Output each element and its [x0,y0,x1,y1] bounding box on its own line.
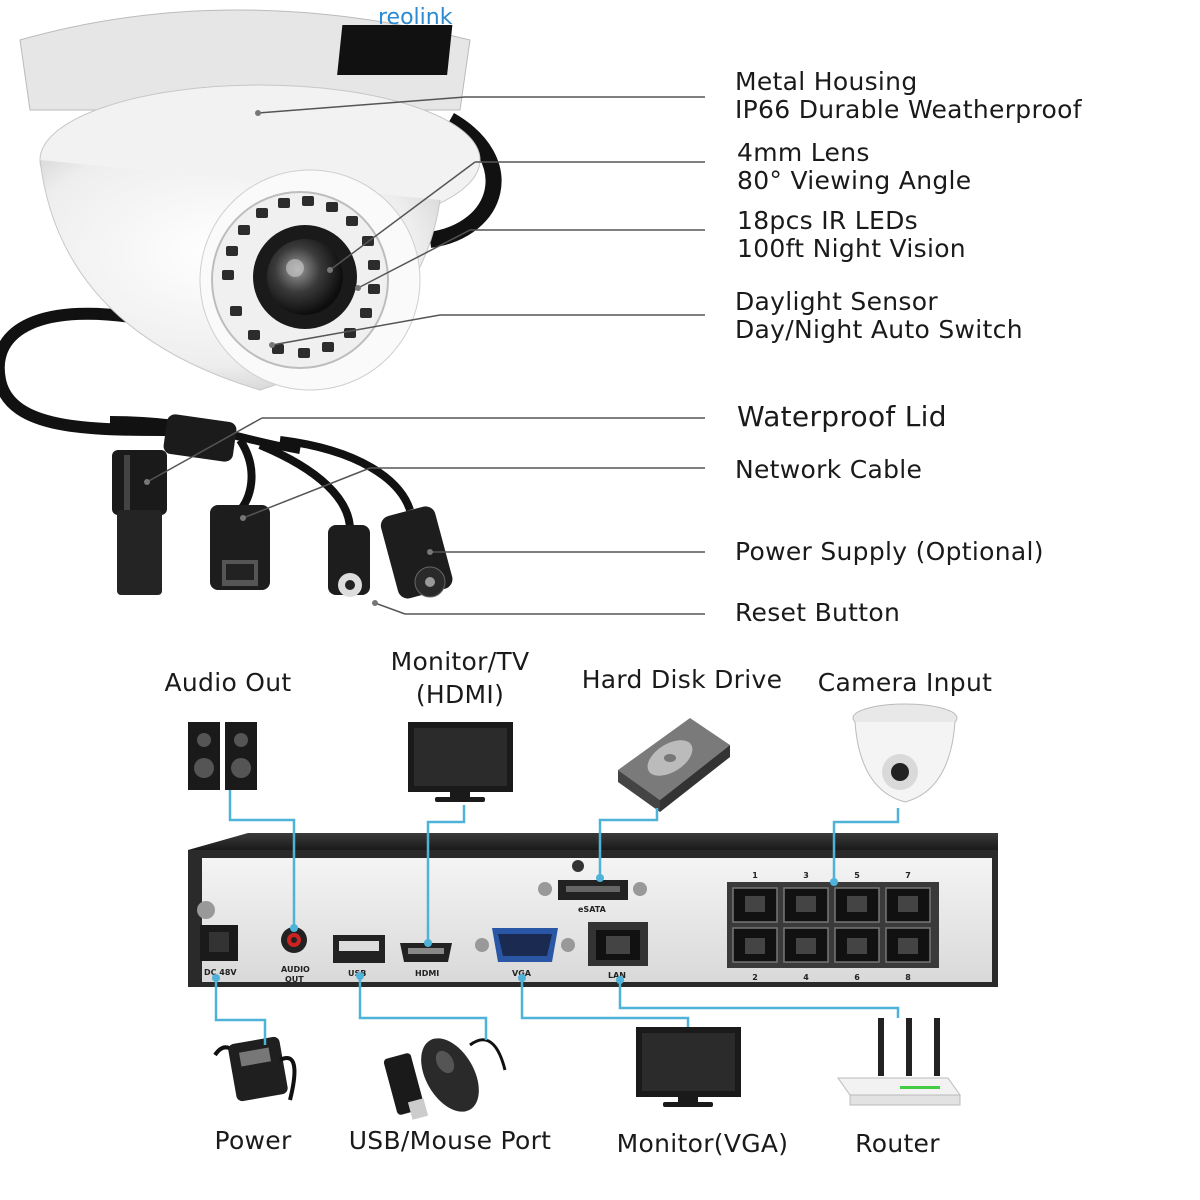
nvr-recorder: DC 48V AUDIO OUT USB HDMI VGA eSATA LAN … [188,833,998,987]
feature-housing-line2: IP66 Durable Weatherproof [735,95,1082,124]
ir-led-ring [222,196,380,358]
router-icon [837,1018,961,1106]
connector-lines [214,790,900,1045]
feature-sensor-line2: Day/Night Auto Switch [735,315,1023,344]
feature-ir-line2: 100ft Night Vision [737,234,966,263]
monitor-hdmi-icon [408,722,513,802]
esata-port [538,880,647,900]
poe-port-number: 4 [803,973,809,982]
label-usb-mouse: USB/Mouse Port [348,1126,552,1155]
feature-sensor-line1: Daylight Sensor [735,287,938,316]
label-monitor-vga: Monitor(VGA) [616,1129,789,1158]
label-monitor-tv: Monitor/TV [390,647,530,676]
power-connector [380,506,453,599]
part-reset-button: Reset Button [735,598,901,627]
part-waterproof-lid: Waterproof Lid [737,400,947,433]
hdmi-label: HDMI [415,969,439,978]
waterproof-lid [112,450,167,595]
dome-camera: reolink [0,5,502,599]
usb-mouse-icon [383,1038,507,1120]
camera-callout-lines [146,96,705,615]
feature-housing-line1: Metal Housing [735,67,918,96]
part-power-supply: Power Supply (Optional) [735,537,1044,566]
poe-port-number: 2 [752,973,758,982]
poe-port-number: 8 [905,973,911,982]
poe-port-number: 3 [803,871,809,880]
part-network-cable: Network Cable [735,455,923,484]
label-camera-input: Camera Input [817,668,993,697]
poe-port-number: 7 [905,871,911,880]
vga-port [475,928,575,962]
audio-out-label: OUT [285,975,304,984]
feature-lens-line2: 80° Viewing Angle [737,166,972,195]
feature-lens-line1: 4mm Lens [737,138,870,167]
poe-port-number: 6 [854,973,860,982]
label-monitor-hdmi: (HDMI) [415,680,505,709]
poe-port-number: 1 [752,871,758,880]
dc-label: DC 48V [204,968,237,977]
poe-port-block [727,882,939,968]
camera-input-icon [852,703,958,803]
esata-label: eSATA [578,905,607,914]
feature-ir-line1: 18pcs IR LEDs [737,206,918,235]
audio-label: AUDIO [281,965,310,974]
lan-label: LAN [608,971,626,980]
power-adapter-icon [213,1036,297,1102]
poe-port-number: 5 [854,871,860,880]
reset-connector [328,525,370,597]
brand-logo: reolink [378,5,453,30]
label-audio-out: Audio Out [164,668,292,697]
speakers-icon [188,722,257,790]
label-router: Router [855,1129,940,1158]
monitor-vga-icon [636,1027,741,1107]
vga-label: VGA [512,969,532,978]
camera-lens [267,239,343,315]
hard-disk-icon [618,718,730,812]
label-hard-disk: Hard Disk Drive [581,665,783,694]
network-connector [210,505,270,590]
label-power: Power [214,1126,292,1155]
